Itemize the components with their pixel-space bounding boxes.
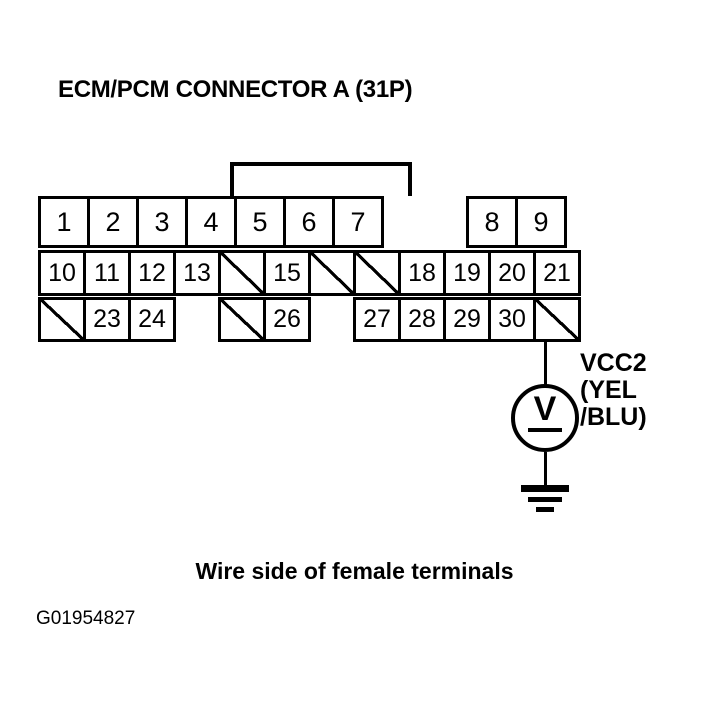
voltmeter-symbol: V — [511, 384, 579, 452]
test-lead-lower-wire — [544, 452, 547, 486]
terminal-cell-24: 24 — [128, 297, 176, 342]
terminal-cell-18: 18 — [398, 250, 446, 296]
terminal-cell-unused — [218, 250, 266, 296]
terminal-cell-29: 29 — [443, 297, 491, 342]
diagram-caption: Wire side of female terminals — [195, 558, 514, 584]
terminal-cell-unused — [353, 250, 401, 296]
terminal-cell-23: 23 — [83, 297, 131, 342]
terminal-cell-20: 20 — [488, 250, 536, 296]
voltmeter-baseline-bar — [528, 428, 562, 432]
terminal-cell-4: 4 — [185, 196, 237, 248]
terminal-cell-28: 28 — [398, 297, 446, 342]
signal-label-line-3: /BLU) — [580, 403, 647, 431]
signal-label-line-2: (YEL — [580, 376, 637, 404]
ground-symbol-bar-1 — [521, 485, 569, 492]
terminal-cell-15: 15 — [263, 250, 311, 296]
terminal-cell-30: 30 — [488, 297, 536, 342]
connector-body-gap — [173, 297, 221, 342]
ground-symbol-bar-2 — [528, 497, 562, 502]
terminal-cell-7: 7 — [332, 196, 384, 248]
terminal-cell-12: 12 — [128, 250, 176, 296]
terminal-cell-unused — [218, 297, 266, 342]
test-lead-upper-wire — [544, 342, 547, 386]
terminal-cell-19: 19 — [443, 250, 491, 296]
terminal-cell-11: 11 — [83, 250, 131, 296]
ground-symbol-bar-3 — [536, 507, 554, 512]
connector-body-gap — [381, 196, 469, 248]
terminal-cell-13: 13 — [173, 250, 221, 296]
voltmeter-v-glyph: V — [533, 390, 557, 428]
terminal-cell-6: 6 — [283, 196, 335, 248]
connector-body-gap — [308, 297, 356, 342]
terminal-cell-10: 10 — [38, 250, 86, 296]
terminal-cell-1: 1 — [38, 196, 90, 248]
terminal-cell-unused — [308, 250, 356, 296]
terminal-cell-8: 8 — [466, 196, 518, 248]
terminal-cell-26: 26 — [263, 297, 311, 342]
terminal-cell-27: 27 — [353, 297, 401, 342]
terminal-cell-21: 21 — [533, 250, 581, 296]
signal-label-line-1: VCC2 — [580, 349, 647, 377]
terminal-cell-3: 3 — [136, 196, 188, 248]
terminal-cell-unused — [533, 297, 581, 342]
connector-locking-tab — [230, 162, 412, 196]
terminal-cell-2: 2 — [87, 196, 139, 248]
reference-code: G01954827 — [36, 608, 136, 629]
terminal-cell-5: 5 — [234, 196, 286, 248]
page-title: ECM/PCM CONNECTOR A (31P) — [58, 76, 413, 103]
signal-label-vcc2: VCC2(YEL/BLU) — [580, 350, 647, 431]
terminal-cell-unused — [38, 297, 86, 342]
terminal-cell-9: 9 — [515, 196, 567, 248]
